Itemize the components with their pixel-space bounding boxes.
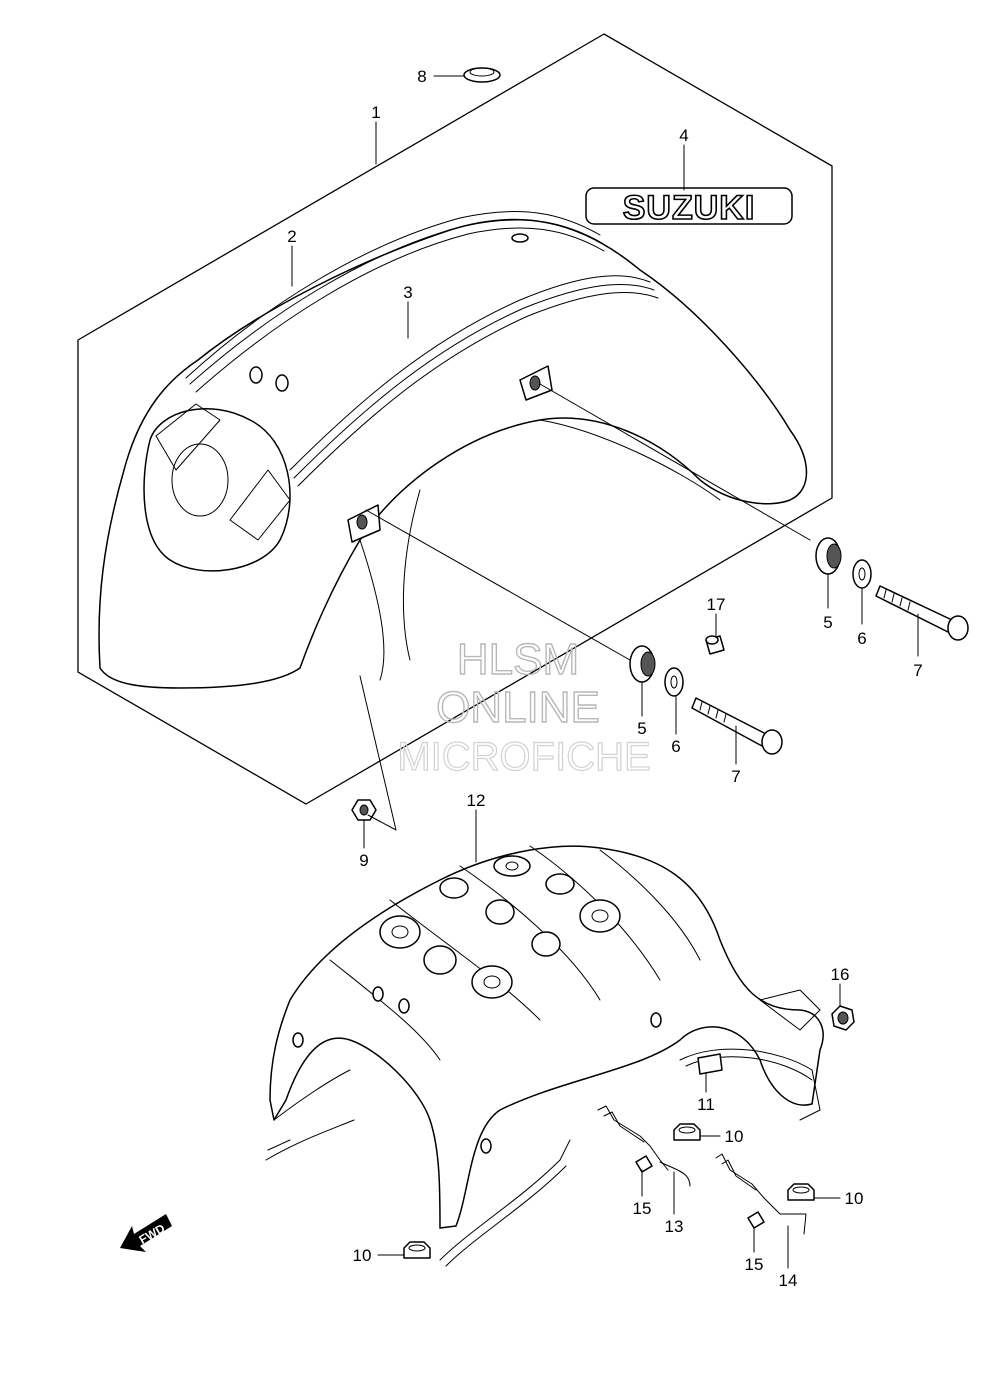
callout-12: 12 (467, 791, 486, 810)
watermark-line-3: MICROFICHE (397, 735, 650, 779)
emblem-text: SUZUKI (623, 189, 756, 227)
nut-part-9 (351, 799, 377, 821)
clip-part-15-right (747, 1211, 765, 1229)
callout-3: 3 (403, 283, 412, 302)
callout-14: 14 (779, 1271, 798, 1290)
grommet-part-5-upper (815, 537, 842, 575)
assembly-outline (77, 33, 833, 805)
callout-1: 1 (371, 103, 380, 122)
callout-numbers: 1 2 3 4 8 5 6 7 17 5 6 7 9 12 16 11 10 1… (287, 67, 922, 1290)
callout-4: 4 (679, 126, 688, 145)
washer-part-6-lower (664, 667, 684, 697)
grommet-part-5-lower (629, 645, 656, 683)
callout-10-left: 10 (353, 1246, 372, 1265)
watermark-line-2: ONLINE (436, 683, 600, 732)
callout-9: 9 (359, 851, 368, 870)
washer-part-6-upper (852, 559, 872, 589)
inner-fender-part-12 (265, 845, 824, 1267)
wire-bracket-part-14 (715, 1153, 807, 1235)
leader-9-extra (359, 675, 397, 831)
clip-part-15-left (635, 1155, 653, 1173)
pad-part-11 (697, 1053, 723, 1075)
callout-2: 2 (287, 227, 296, 246)
callout-10-middle: 10 (725, 1127, 744, 1146)
nut-part-10-middle (673, 1123, 701, 1141)
callout-8: 8 (417, 67, 426, 86)
watermark: HLSM ONLINE MICROFICHE (397, 634, 652, 779)
axis-line-lower (365, 509, 631, 661)
callout-5-upper: 5 (823, 613, 832, 632)
leader-lines (291, 75, 919, 1269)
callout-10-right: 10 (845, 1189, 864, 1208)
bolt-part-17 (705, 635, 725, 655)
callout-6-upper: 6 (857, 629, 866, 648)
bolt-part-7-lower (691, 697, 783, 755)
axis-line-upper (539, 383, 811, 541)
callout-15-left: 15 (633, 1199, 652, 1218)
forward-arrow-icon: FWD (120, 1214, 172, 1252)
wire-bracket-part-13 (597, 1105, 691, 1187)
suzuki-emblem: SUZUKI (585, 187, 793, 228)
rear-fender (98, 211, 808, 689)
nut-part-10-right (787, 1183, 815, 1201)
callout-11: 11 (697, 1095, 715, 1114)
callout-6-lower: 6 (671, 737, 680, 756)
nut-part-16 (831, 1005, 855, 1031)
callout-5-lower: 5 (637, 719, 646, 738)
callout-17: 17 (707, 595, 726, 614)
callout-7-lower: 7 (731, 767, 740, 786)
bolt-part-7-upper (875, 585, 969, 641)
callout-16: 16 (831, 965, 850, 984)
callout-13: 13 (665, 1217, 684, 1236)
grommet-part-8 (463, 67, 501, 83)
callout-7-upper: 7 (913, 661, 922, 680)
watermark-line-1: HLSM (457, 635, 579, 684)
nut-part-10-left (403, 1241, 431, 1259)
callout-15-right: 15 (745, 1255, 764, 1274)
